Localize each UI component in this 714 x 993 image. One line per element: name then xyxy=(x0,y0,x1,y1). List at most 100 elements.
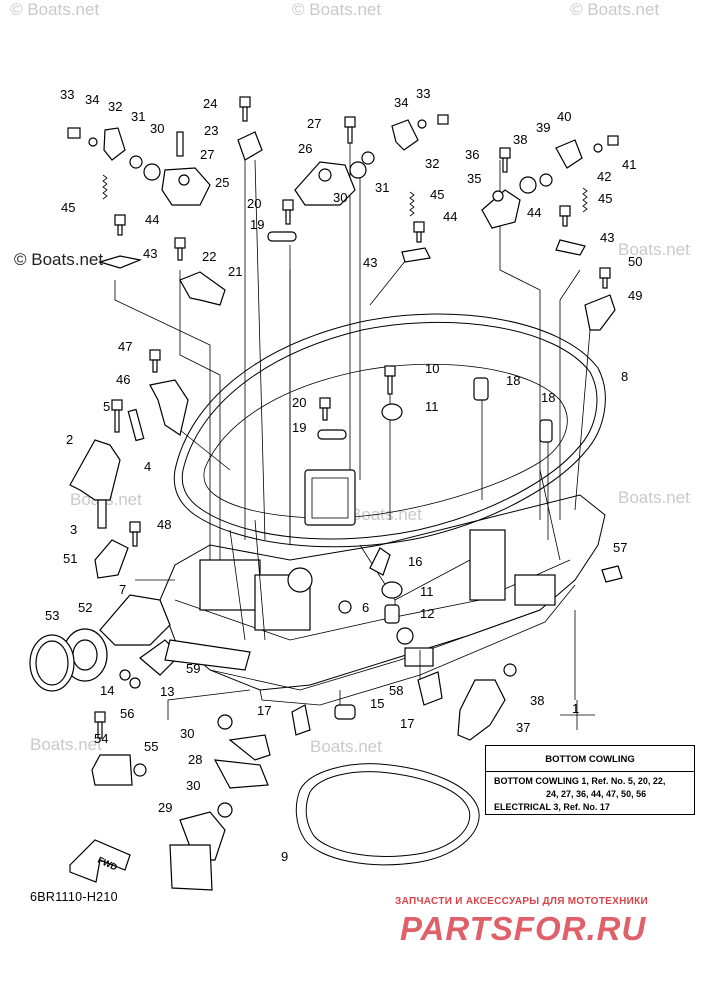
callout-45: 45 xyxy=(61,200,75,215)
callout-19b: 19 xyxy=(292,420,306,435)
note-box-line-3: ELECTRICAL 3, Ref. No. 17 xyxy=(494,802,610,812)
callout-28: 28 xyxy=(188,752,202,767)
callout-22: 22 xyxy=(202,249,216,264)
callout-9: 9 xyxy=(281,849,288,864)
callout-47: 47 xyxy=(118,339,132,354)
callout-41: 41 xyxy=(622,157,636,172)
callout-17b: 17 xyxy=(400,716,414,731)
callout-30c: 30 xyxy=(180,726,194,741)
callout-1-bracket xyxy=(560,700,595,730)
callout-57: 57 xyxy=(613,540,627,555)
callout-15: 15 xyxy=(370,696,384,711)
callout-27b: 27 xyxy=(307,116,321,131)
callout-32b: 32 xyxy=(425,156,439,171)
callout-45c: 45 xyxy=(598,191,612,206)
callout-16: 16 xyxy=(408,554,422,569)
watermark-lower-left-2: Boats.net xyxy=(30,735,102,754)
callout-46: 46 xyxy=(116,372,130,387)
callout-18b: 18 xyxy=(541,390,555,405)
callout-52: 52 xyxy=(78,600,92,615)
callout-48: 48 xyxy=(157,517,171,532)
callout-54: 54 xyxy=(94,731,108,746)
callout-19: 19 xyxy=(250,217,264,232)
watermark-mid: Boats.net xyxy=(350,505,422,524)
callout-44: 44 xyxy=(145,212,159,227)
callout-5: 5 xyxy=(103,399,110,414)
callout-27: 27 xyxy=(200,147,214,162)
watermark-top-1: © Boats.net xyxy=(10,0,99,19)
callout-43b: 43 xyxy=(363,255,377,270)
callout-11b: 11 xyxy=(420,584,434,599)
callout-35: 35 xyxy=(467,171,481,186)
callout-51: 51 xyxy=(63,551,77,566)
callout-30d: 30 xyxy=(186,778,200,793)
callout-31b: 31 xyxy=(375,180,389,195)
callout-55: 55 xyxy=(144,739,158,754)
callout-24: 24 xyxy=(203,96,217,111)
note-box-title: BOTTOM COWLING xyxy=(545,754,635,765)
callout-59: 59 xyxy=(186,661,200,676)
fwd-arrow: FWD xyxy=(69,839,131,883)
watermark-top-3: © Boats.net xyxy=(570,0,659,19)
callout-39: 39 xyxy=(536,120,550,135)
callout-23: 23 xyxy=(204,123,218,138)
callout-30: 30 xyxy=(150,121,164,136)
callout-10: 10 xyxy=(425,361,439,376)
callout-34: 34 xyxy=(85,92,99,107)
callout-11: 11 xyxy=(425,399,439,414)
callout-40: 40 xyxy=(557,109,571,124)
note-box-divider xyxy=(486,771,694,772)
callout-20: 20 xyxy=(247,196,261,211)
callout-14: 14 xyxy=(100,683,114,698)
callout-34b: 34 xyxy=(394,95,408,110)
footer-brand-logo[interactable]: PARTSFOR.RU xyxy=(400,910,647,947)
watermark-lower-mid: Boats.net xyxy=(310,737,382,756)
callout-30b: 30 xyxy=(333,190,347,205)
footer-tagline: ЗАПЧАСТИ И АКСЕССУАРЫ ДЛЯ МОТОТЕХНИКИ xyxy=(395,896,648,907)
callout-58: 58 xyxy=(389,683,403,698)
callout-49: 49 xyxy=(628,288,642,303)
callout-56: 56 xyxy=(120,706,134,721)
callout-2: 2 xyxy=(66,432,73,447)
callout-26: 26 xyxy=(298,141,312,156)
note-box-line-1: BOTTOM COWLING 1, Ref. No. 5, 20, 22, xyxy=(494,776,666,786)
callout-53: 53 xyxy=(45,608,59,623)
callout-50: 50 xyxy=(628,254,642,269)
bottom-cowling-body xyxy=(159,313,606,706)
callout-33: 33 xyxy=(60,87,74,102)
callout-1: 1 xyxy=(572,701,579,716)
callout-8: 8 xyxy=(621,369,628,384)
callout-12: 12 xyxy=(420,606,434,621)
callout-29: 29 xyxy=(158,800,172,815)
callout-4: 4 xyxy=(144,459,151,474)
callout-43c: 43 xyxy=(600,230,614,245)
note-box-line-2: 24, 27, 36, 44, 47, 50, 56 xyxy=(546,789,647,799)
callout-7: 7 xyxy=(119,582,126,597)
callout-31: 31 xyxy=(131,109,145,124)
callout-21: 21 xyxy=(228,264,242,279)
callout-42: 42 xyxy=(597,169,611,184)
callout-37: 37 xyxy=(516,720,530,735)
watermark-side-right-2: Boats.net xyxy=(618,488,690,507)
callout-32: 32 xyxy=(108,99,122,114)
callout-3: 3 xyxy=(70,522,77,537)
diagram-code: 6BR1110-H210 xyxy=(30,890,118,904)
callout-13: 13 xyxy=(160,684,174,699)
callout-6: 6 xyxy=(362,600,369,615)
watermark-side-right-1: Boats.net xyxy=(618,240,690,259)
callout-44b: 44 xyxy=(443,209,457,224)
bottom-cowling-note-box: BOTTOM COWLING BOTTOM COWLING 1, Ref. No… xyxy=(485,745,695,815)
callout-33b: 33 xyxy=(416,86,430,101)
watermark-top-2: © Boats.net xyxy=(292,0,381,19)
callout-44c: 44 xyxy=(527,205,541,220)
callout-numbers: 1 2 3 4 5 6 7 8 9 10 11 11 12 13 14 15 1… xyxy=(45,86,642,864)
callout-38b: 38 xyxy=(513,132,527,147)
callout-45b: 45 xyxy=(430,187,444,202)
watermark-side-left: © Boats.net xyxy=(14,250,103,269)
callout-20b: 20 xyxy=(292,395,306,410)
callout-43: 43 xyxy=(143,246,157,261)
callout-18: 18 xyxy=(506,373,520,388)
small-parts xyxy=(29,96,623,891)
callout-17: 17 xyxy=(257,703,271,718)
